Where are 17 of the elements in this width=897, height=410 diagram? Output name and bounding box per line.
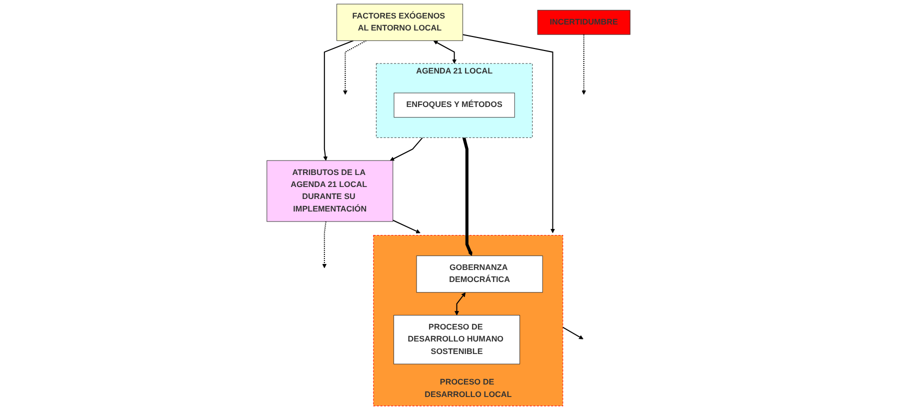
node-box: PROCESO DE DESARROLLO HUMANO SOSTENIBLE (394, 315, 520, 364)
arrow (343, 40, 366, 95)
arrow (462, 34, 555, 234)
node-box: FACTORES EXÓGENOS AL ENTORNO LOCAL (336, 4, 464, 41)
arrow (322, 221, 327, 268)
node-box: GOBERNANZA DEMOCRÁTICA (416, 256, 543, 293)
node-box: ATRIBUTOS DE LA AGENDA 21 LOCAL DURANTE SU IMPLEMENTACIÓN (266, 160, 394, 222)
arrow (582, 34, 586, 95)
arrow (323, 40, 354, 161)
arrow (562, 326, 584, 340)
arrow (433, 40, 457, 64)
arrow (462, 137, 472, 256)
node-box: ENFOQUES Y MÉTODOS (394, 92, 515, 118)
arrow (390, 137, 423, 161)
node-box: INCERTIDUMBRE (537, 10, 630, 35)
arrow (392, 220, 420, 234)
arrow (454, 292, 466, 316)
